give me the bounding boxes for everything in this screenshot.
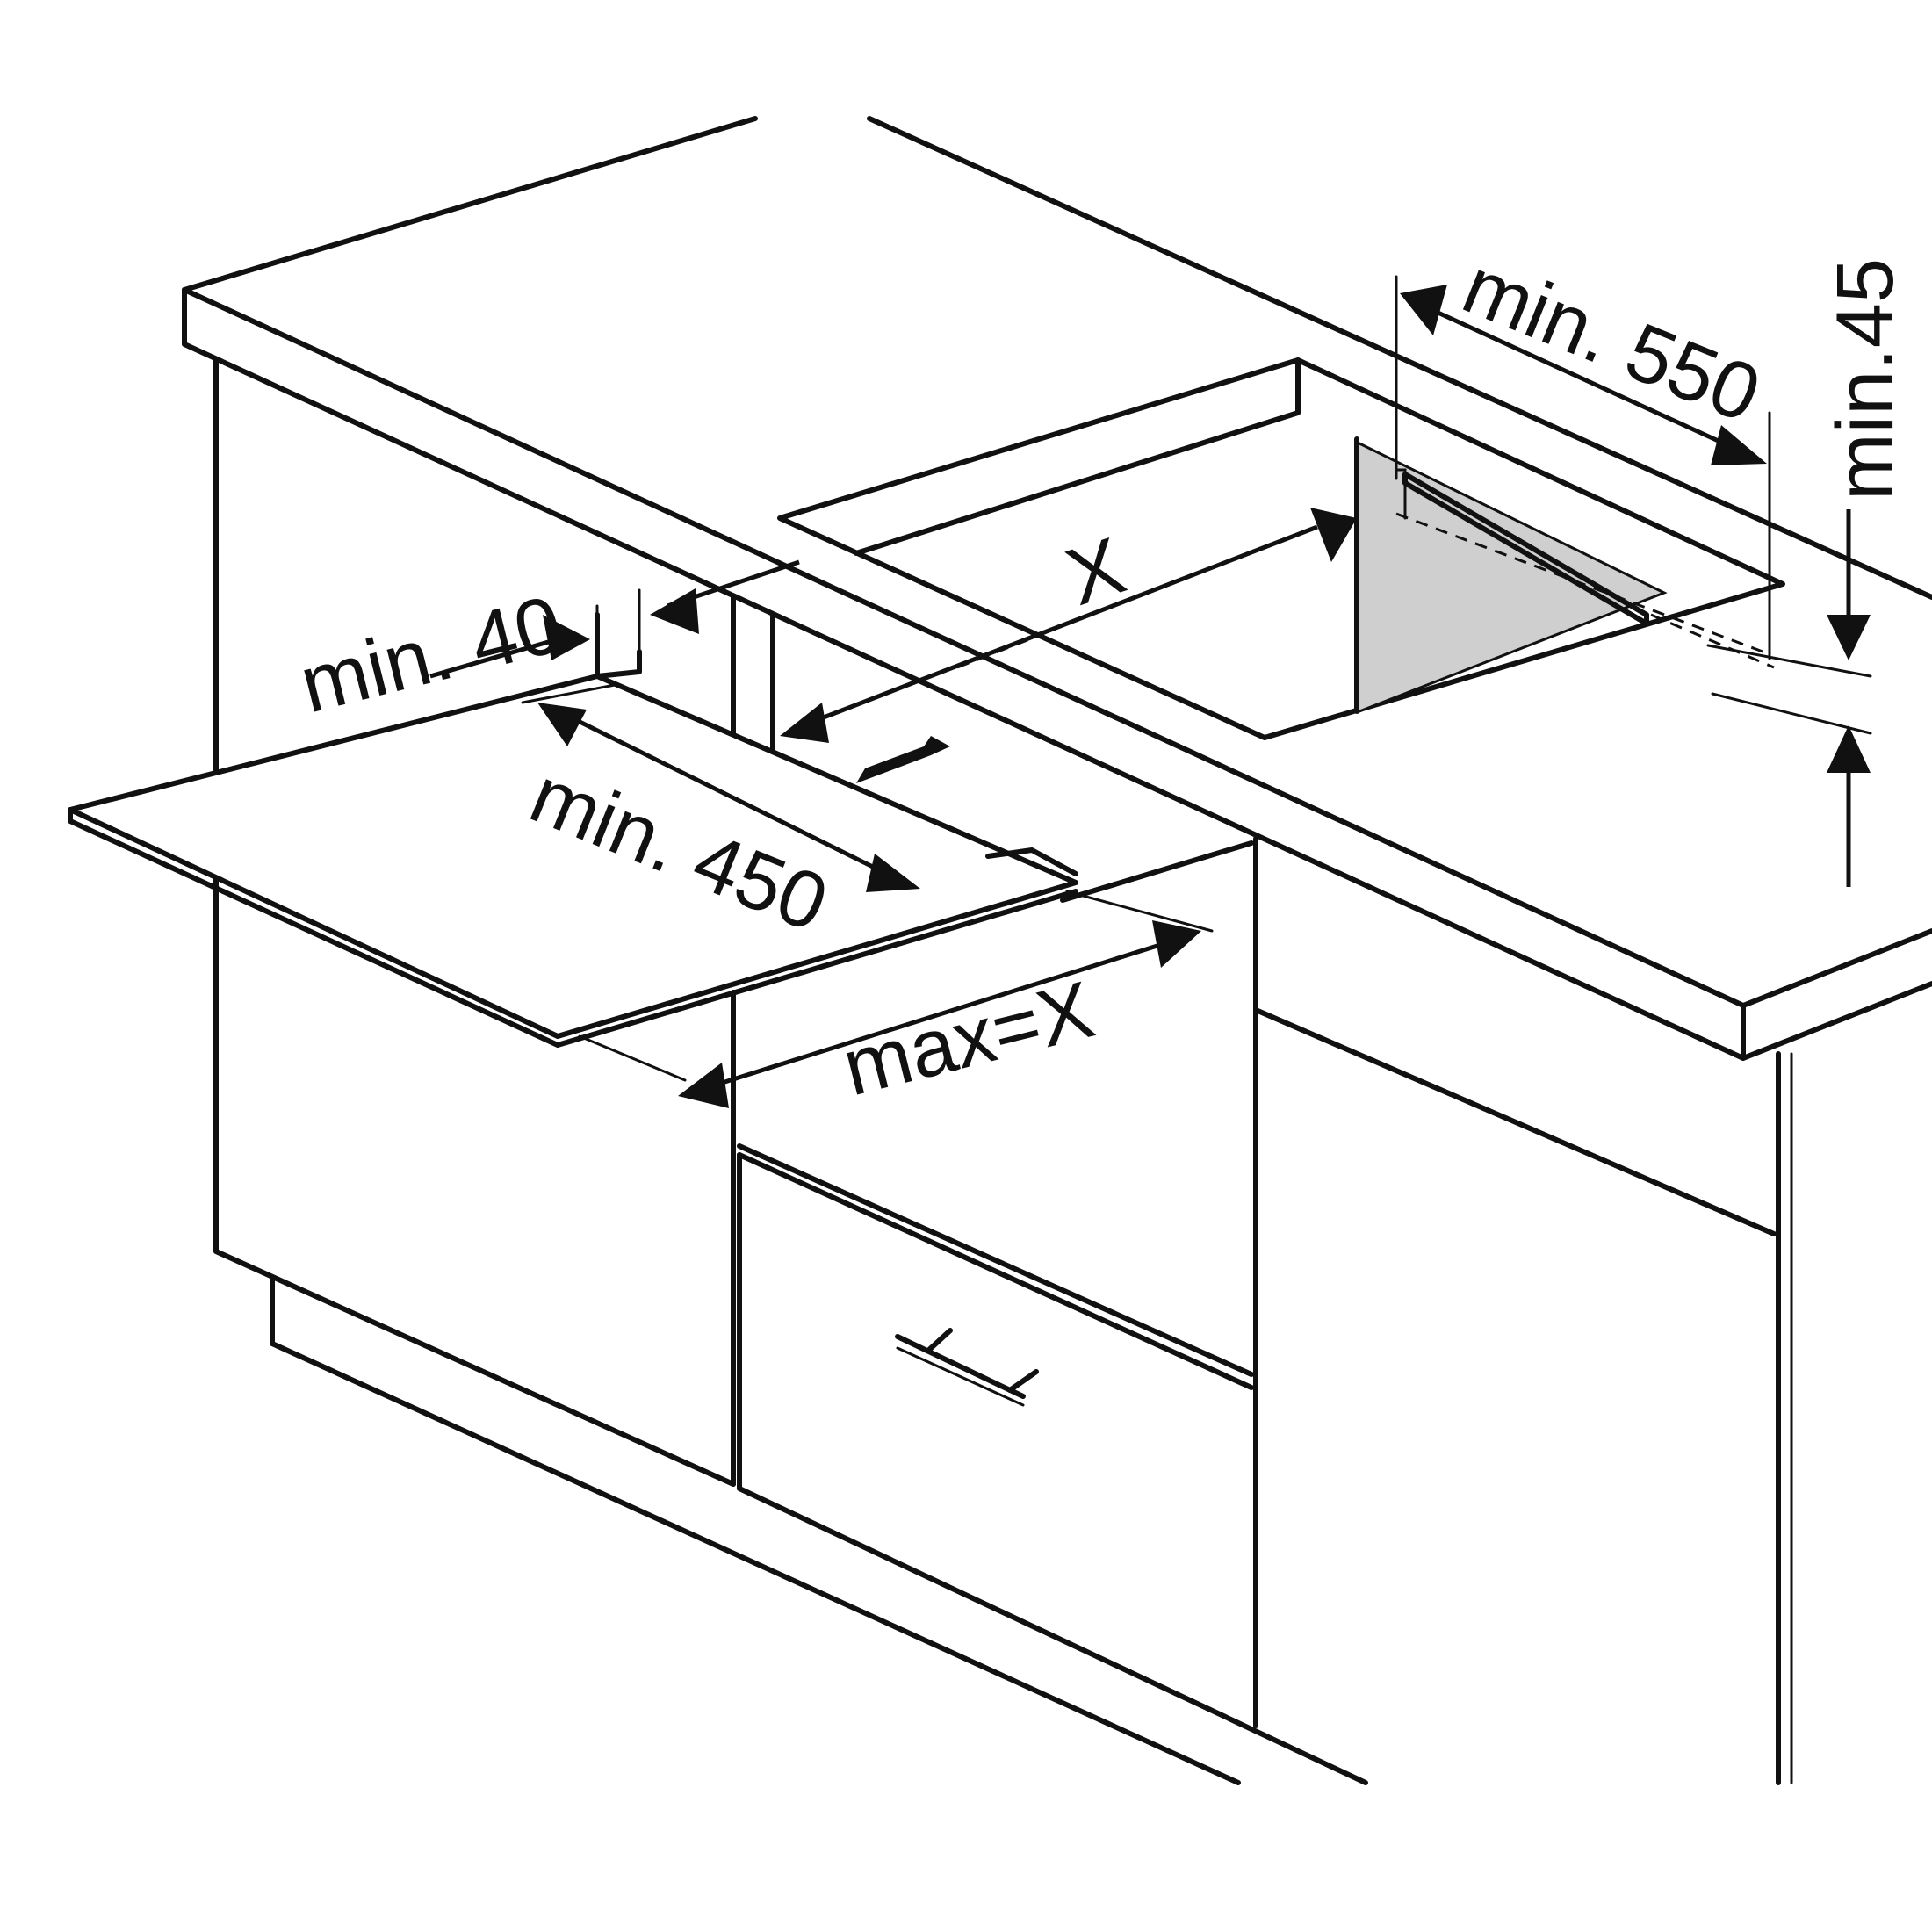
pull-out-board-thickness [68,807,1078,1048]
middle-cabinet [737,836,1368,1785]
dim-x-dash [956,635,1037,669]
arrow-insert-direction [856,736,950,783]
label-min-550: min. 550 [1452,241,1772,440]
cutout-shaded-wall [1359,443,1664,711]
worktop-back-right-edge [867,116,1932,600]
right-cabinet-top-rail [1253,1007,1777,1236]
arrow-x-start [780,703,829,743]
arrowheads [537,285,1871,1108]
label-min-45: min.45 [1820,258,1910,501]
cutout-shaded-edge [1358,442,1668,713]
drawer-handle-bar [895,1334,1026,1399]
drawer-handle-post-left [926,1328,953,1352]
right-cabinet [1253,1007,1793,1785]
dim-min45-extension-a [1706,644,1872,678]
worktop-back-left-edge [182,116,758,292]
arrow-min45-down [1827,615,1871,660]
arrow-min450-end [866,854,920,892]
dim-x-line [816,524,1318,723]
hob-cutout [777,357,1785,740]
lower-drawer-top [737,1152,1254,1390]
arrow-min550-end [1711,425,1767,465]
arrow-x-end [1310,508,1357,562]
left-cabinet-plinth [270,1275,1241,1785]
cutout-inner-back [854,357,1301,556]
label-max-x: max=X [834,965,1102,1114]
dim-maxx-extension-b [1065,890,1214,933]
dim-min40-leader [429,634,567,679]
pull-out-board-rear-lip [595,612,642,679]
arrow-maxx-start [678,1063,729,1108]
dimension-lines [429,275,1872,1092]
arrow-min45-up [1827,725,1871,773]
worktop [182,116,1932,1061]
dim-min550-line [1421,303,1745,455]
dim-min450-extension [521,683,616,704]
oven-opening-top [1060,840,1254,903]
pull-out-board-front-lip [985,847,1078,876]
cutout-dashed-depth-2 [1650,613,1775,669]
arrow-maxx-end [1152,920,1201,968]
arrow-min40-right [650,588,699,634]
arrow-min40-left [543,615,590,660]
dim-maxx-line [702,937,1178,1092]
pull-out-board-top [68,674,1078,1039]
drawer-handle-post-right [1007,1369,1039,1393]
upper-drawer-bottom [737,1143,1254,1377]
cutout-bar-corner [1395,468,1407,520]
arrow-min450-start [537,703,587,746]
dim-maxx-extension-a [578,1034,687,1082]
drawer-handle [895,1328,1039,1407]
worktop-front-bottom-edge [182,287,1932,1061]
arrow-min550-start [1400,285,1447,335]
dim-min450-line [560,710,898,881]
drawer-handle-bar-inner [896,1346,1025,1407]
cutout-dashed-depth [1395,512,1770,656]
dim-min45-extension-b [1711,692,1872,735]
lower-drawer-front [737,1152,1368,1785]
